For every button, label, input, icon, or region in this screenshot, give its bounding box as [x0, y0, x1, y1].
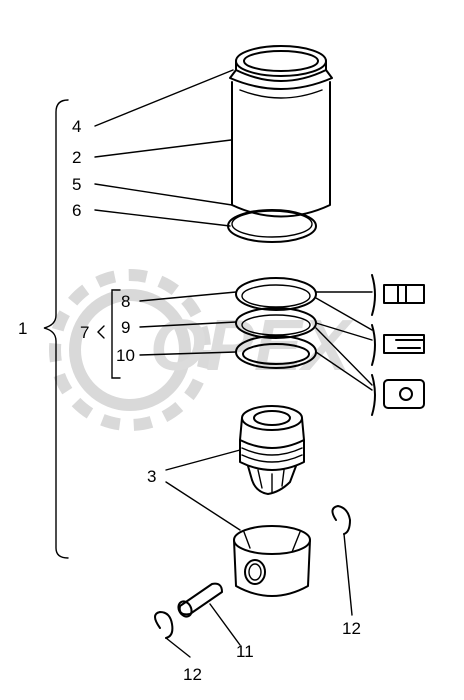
label-6: 6: [72, 201, 81, 220]
piston-crown: [239, 405, 305, 495]
piston-body: [233, 525, 311, 597]
label-11: 11: [236, 642, 254, 661]
label-2: 2: [72, 148, 81, 167]
watermark: OPEX: [49, 269, 354, 431]
label-9: 9: [121, 318, 130, 337]
snap-ring-right: [331, 505, 351, 535]
brace-group-7: [97, 325, 105, 339]
label-12-left: 12: [183, 665, 202, 684]
watermark-text: OPEX: [150, 306, 354, 386]
label-3: 3: [147, 467, 156, 486]
snap-ring-left: [154, 611, 174, 639]
brace-group-1: [43, 99, 69, 559]
label-7: 7: [80, 323, 89, 342]
piston-pin: [177, 582, 223, 618]
label-1: 1: [18, 319, 27, 338]
label-5: 5: [72, 175, 81, 194]
ring-section-details: [371, 274, 425, 416]
bracket-group-7: [111, 289, 121, 379]
seal-ring-6: [227, 209, 317, 243]
label-8: 8: [121, 292, 130, 311]
label-10: 10: [116, 346, 135, 365]
leader-lines: [94, 69, 373, 658]
label-12-right: 12: [342, 619, 361, 638]
label-4: 4: [72, 117, 81, 136]
cylinder-liner: [229, 45, 333, 218]
